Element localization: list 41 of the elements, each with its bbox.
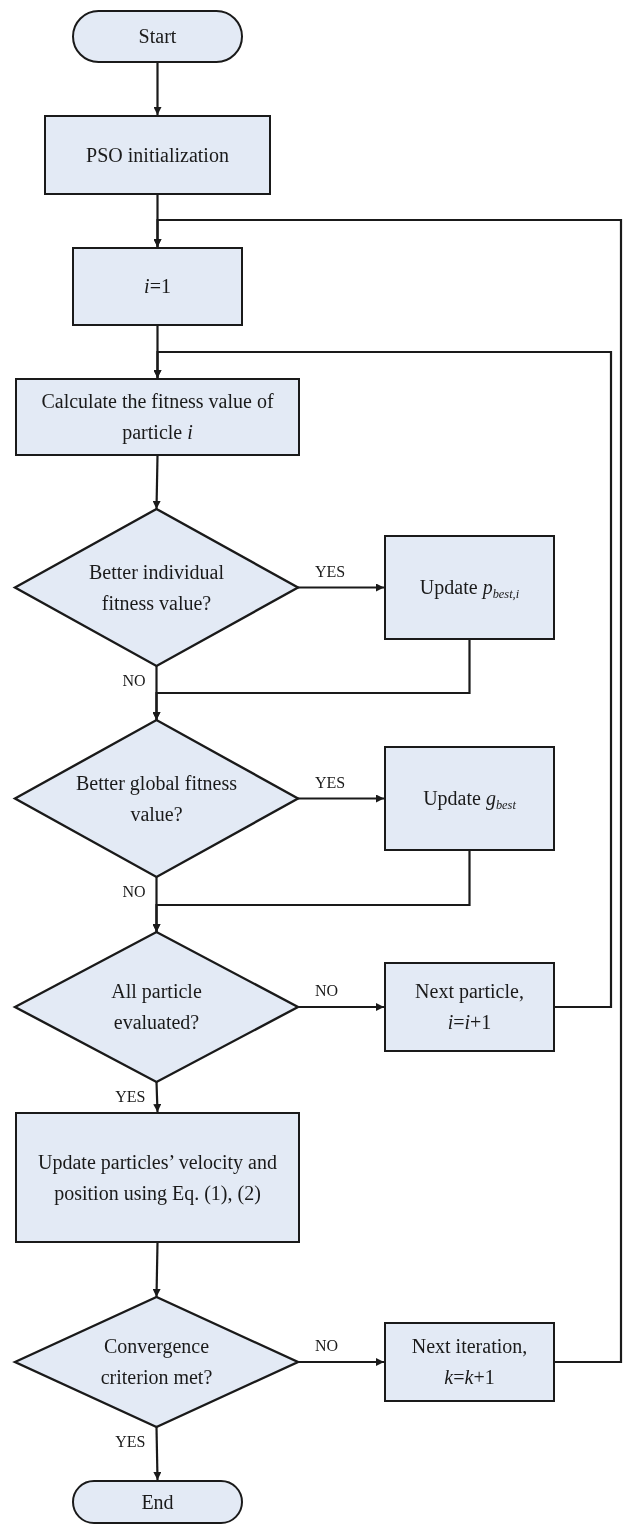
- process-box: [44, 115, 271, 195]
- arrow: [153, 63, 162, 115]
- arrow: [152, 1243, 161, 1297]
- node-label: PSO initialization: [86, 142, 229, 168]
- node-label: Next particle, i=i+1: [414, 979, 525, 1035]
- node-label: Better global fitness value?: [74, 770, 239, 827]
- terminal-pill: [72, 10, 243, 63]
- decision-diamond: [15, 1297, 298, 1427]
- process-box: [384, 535, 555, 640]
- node-label: Calculate the fitness value of particle i: [40, 389, 275, 446]
- arrow: [298, 583, 384, 592]
- decision-diamond: [15, 720, 298, 877]
- arrow: [298, 1358, 384, 1366]
- decision-diamond: [15, 932, 298, 1082]
- process-box: [384, 962, 555, 1052]
- process-box: [384, 1322, 555, 1402]
- node-label: Update g$_{best}$: [423, 785, 516, 814]
- terminal-pill: [72, 1480, 243, 1524]
- node-label: All particle evaluated?: [110, 979, 203, 1035]
- node-label: Start: [138, 24, 177, 49]
- decision-diamond: [15, 509, 298, 666]
- arrow: [152, 455, 161, 510]
- arrow: [153, 350, 613, 1009]
- node-label: Better individual fitness value?: [88, 559, 225, 616]
- arrow: [298, 794, 384, 803]
- arrow: [153, 218, 623, 1364]
- arrow: [153, 1426, 162, 1481]
- node-label: Update particles’ velocity and position using Eq. (1), (2): [37, 1149, 278, 1207]
- process-box: [384, 746, 555, 851]
- node-label: End: [141, 1489, 174, 1515]
- arrow: [152, 851, 471, 932]
- process-box: [15, 378, 300, 456]
- arrow: [298, 1003, 384, 1011]
- node-label: i=1: [144, 274, 171, 299]
- node-label: Convergence criterion met?: [99, 1334, 214, 1390]
- arrow: [153, 1081, 162, 1113]
- process-box: [72, 247, 243, 326]
- arrow: [152, 640, 471, 720]
- node-label: Next iteration, k=k+1: [410, 1334, 529, 1390]
- process-box: [15, 1112, 300, 1243]
- node-label: Update p$_{best,i}$: [419, 574, 520, 603]
